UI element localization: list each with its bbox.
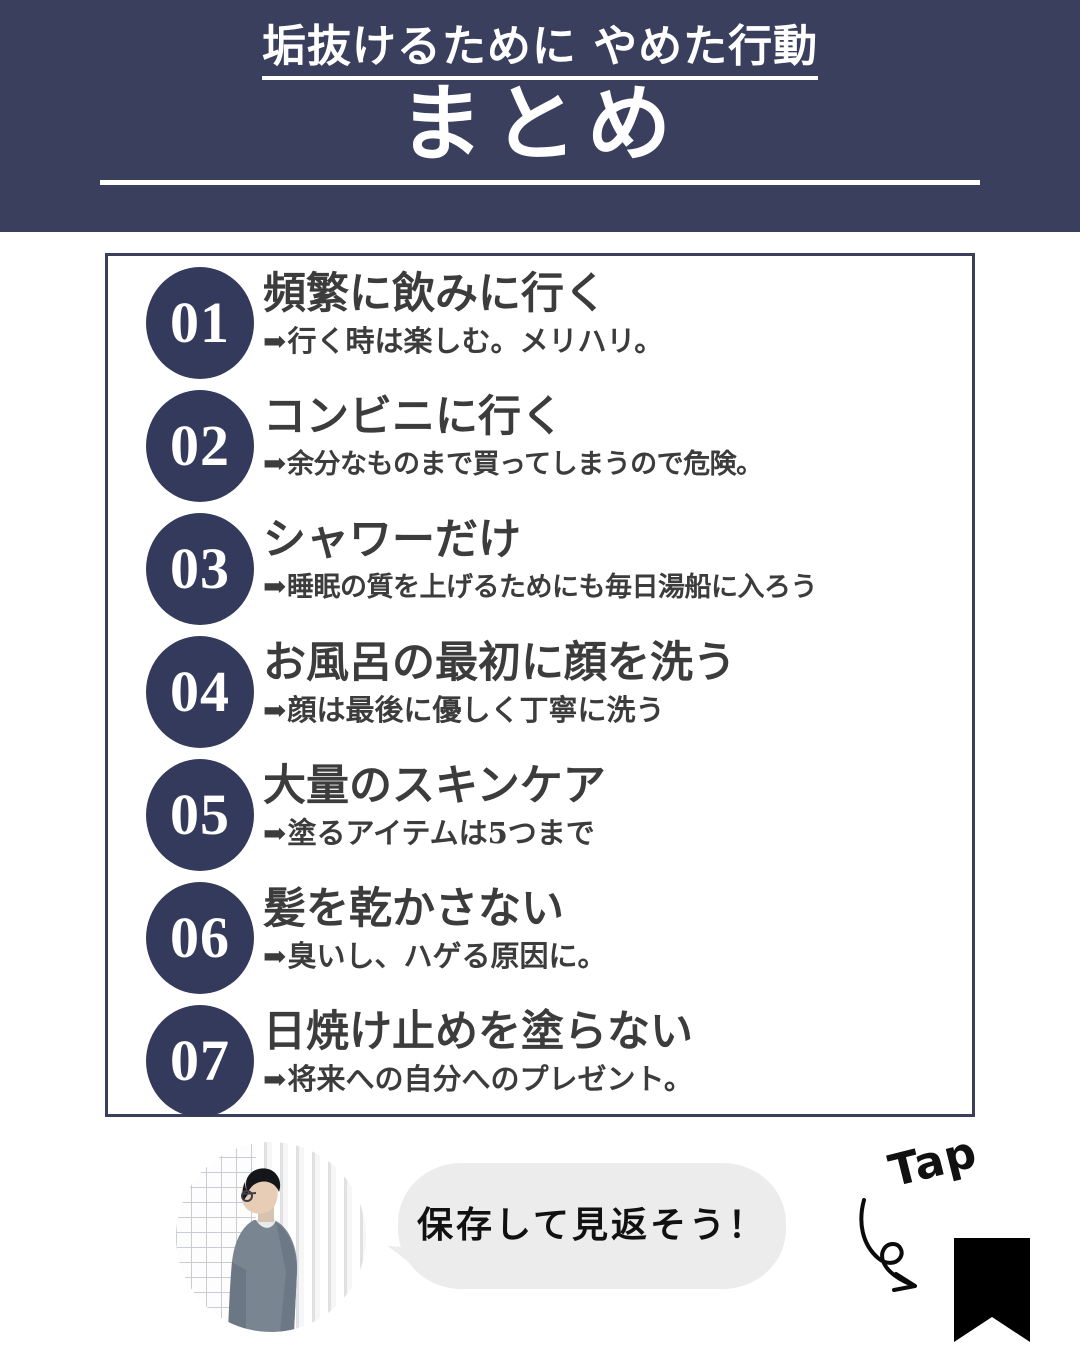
item-text-group: お風呂の最初に顔を洗う➡顔は最後に優しく丁寧に洗う — [263, 630, 966, 731]
item-number-badge: 03 — [146, 513, 254, 625]
item-subtitle-text: 顔は最後に優しく丁寧に洗う — [287, 693, 665, 727]
item-number-badge: 01 — [146, 267, 254, 379]
item-title: お風呂の最初に顔を洗う — [263, 638, 736, 688]
avatar — [176, 1142, 366, 1332]
header-divider — [100, 180, 980, 185]
item-title: コンビニに行く — [263, 392, 564, 442]
item-number-badge: 06 — [146, 882, 254, 994]
item-text-group: 頻繁に飲みに行く➡行く時は楽しむ。メリハリ。 — [263, 261, 966, 362]
item-title: 頻繁に飲みに行く — [263, 269, 607, 319]
arrow-right-icon: ➡ — [263, 1063, 287, 1096]
item-title: 大量のスキンケア — [263, 761, 606, 811]
item-title: シャワーだけ — [263, 515, 521, 565]
item-subtitle: ➡顔は最後に優しく丁寧に洗う — [263, 690, 966, 731]
item-title: 髪を乾かさない — [263, 884, 564, 934]
tap-label: Tap — [884, 1126, 983, 1198]
item-text-group: コンビニに行く➡余分なものまで買ってしまうので危険。 — [263, 384, 966, 485]
arrow-right-icon: ➡ — [263, 817, 287, 850]
item-text-group: シャワーだけ➡睡眠の質を上げるためにも毎日湯船に入ろう — [263, 507, 966, 608]
item-subtitle-text: 臭いし、ハゲる原因に。 — [287, 939, 607, 973]
arrow-right-icon: ➡ — [263, 940, 287, 973]
person-silhouette-icon — [228, 1168, 298, 1332]
item-subtitle-text: 睡眠の質を上げるためにも毎日湯船に入ろう — [286, 572, 818, 603]
page-header: 垢抜けるために やめた行動 まとめ — [0, 0, 1080, 232]
arrow-right-icon: ➡ — [263, 570, 286, 603]
item-number-badge: 04 — [146, 636, 254, 748]
item-text-group: 髪を乾かさない➡臭いし、ハゲる原因に。 — [263, 876, 966, 977]
arrow-right-icon: ➡ — [263, 694, 287, 727]
item-subtitle-text: 行く時は楽しむ。メリハリ。 — [287, 324, 664, 358]
arrow-right-icon: ➡ — [263, 325, 287, 358]
item-number-badge: 02 — [146, 390, 254, 502]
item-subtitle-text: 将来への自分へのプレゼント。 — [287, 1062, 693, 1096]
header-subtitle: 垢抜けるために やめた行動 — [0, 21, 1080, 80]
item-text-group: 大量のスキンケア➡塗るアイテムは5つまで — [263, 753, 966, 854]
item-subtitle-text: 塗るアイテムは5つまで — [287, 816, 595, 850]
item-number-badge: 05 — [146, 759, 254, 871]
page-title: まとめ — [398, 74, 681, 173]
item-text-group: 日焼け止めを塗らない➡将来への自分へのプレゼント。 — [263, 999, 966, 1100]
speech-bubble — [398, 1163, 786, 1289]
item-subtitle: ➡臭いし、ハゲる原因に。 — [263, 936, 966, 977]
bookmark-save-icon[interactable] — [954, 1238, 1030, 1342]
item-subtitle: ➡睡眠の質を上げるためにも毎日湯船に入ろう — [263, 567, 966, 608]
item-subtitle: ➡行く時は楽しむ。メリハリ。 — [263, 321, 966, 362]
item-subtitle: ➡塗るアイテムは5つまで — [263, 813, 966, 854]
item-subtitle: ➡将来への自分へのプレゼント。 — [263, 1059, 966, 1100]
item-subtitle-text: 余分なものまで買ってしまうので危険。 — [286, 449, 763, 480]
speech-bubble-text: 保存して見返そう！ — [417, 1205, 767, 1246]
item-subtitle: ➡余分なものまで買ってしまうので危険。 — [263, 444, 966, 485]
header-subtitle-text: 垢抜けるために やめた行動 — [261, 21, 819, 80]
item-number-badge: 07 — [146, 1005, 254, 1117]
curly-arrow-icon — [859, 1198, 917, 1292]
item-title: 日焼け止めを塗らない — [263, 1007, 693, 1057]
arrow-right-icon: ➡ — [263, 447, 286, 480]
